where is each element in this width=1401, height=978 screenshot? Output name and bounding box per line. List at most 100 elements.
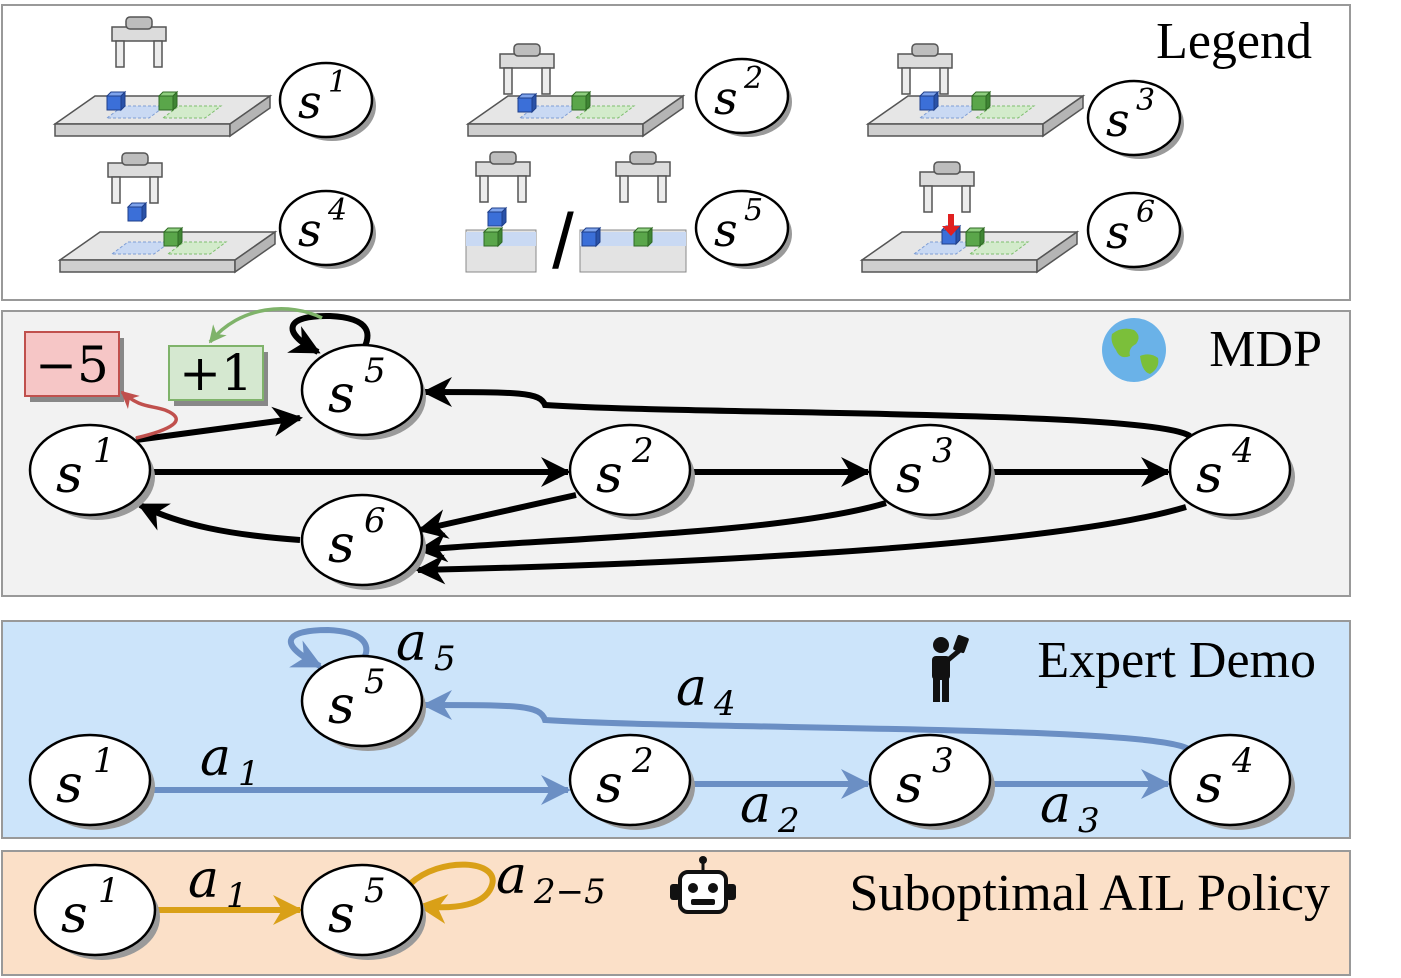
svg-text:2: 2 <box>743 61 763 96</box>
mdp-edge-s1-s5 <box>135 406 303 443</box>
svg-text:6: 6 <box>1136 195 1155 230</box>
legend-label-s2: s 2 <box>694 57 792 137</box>
mdp-panel: MDP −5 +1 s 1 <box>1 307 1351 597</box>
expert-title: Expert Demo <box>1037 632 1316 689</box>
reward-negative-box: −5 <box>24 331 124 402</box>
svg-text:a: a <box>676 658 707 718</box>
svg-text:4: 4 <box>713 684 736 724</box>
legend-separator: / <box>552 197 574 285</box>
policy-panel: Suboptimal AIL Policy a 1 a 2−5 s 1 s 5 <box>1 846 1351 976</box>
svg-text:s: s <box>298 203 322 257</box>
svg-text:5: 5 <box>364 871 386 911</box>
svg-text:s: s <box>714 203 738 257</box>
expert-node-s1: s 1 <box>28 733 155 830</box>
svg-text:s: s <box>328 365 355 425</box>
legend-title: Legend <box>1156 13 1312 70</box>
svg-text:2−5: 2−5 <box>533 872 606 912</box>
legend-label-s6: s 6 <box>1086 191 1184 271</box>
svg-text:2: 2 <box>631 741 654 781</box>
legend-label-s4: s 4 <box>278 189 376 269</box>
policy-action-a1: a 1 <box>188 850 248 916</box>
mdp-edge-s4-s6 <box>415 504 1187 585</box>
svg-text:5: 5 <box>744 193 763 228</box>
expert-node-s5: s 5 <box>300 654 426 751</box>
policy-title: Suboptimal AIL Policy <box>849 865 1330 922</box>
expert-action-a4: a 4 <box>676 658 736 724</box>
svg-text:3: 3 <box>932 741 954 781</box>
svg-text:s: s <box>1196 445 1223 505</box>
mdp-node-s3: s 3 <box>868 423 995 520</box>
globe-icon <box>1102 318 1166 382</box>
expert-action-a1: a 1 <box>200 728 260 794</box>
mdp-edge-s3-s6 <box>417 500 887 563</box>
svg-text:3: 3 <box>1078 801 1100 841</box>
svg-text:2: 2 <box>631 431 654 471</box>
svg-text:s: s <box>714 71 738 125</box>
mdp-title: MDP <box>1209 321 1322 378</box>
svg-text:s: s <box>56 445 83 505</box>
expert-node-s2: s 2 <box>568 733 695 830</box>
svg-text:3: 3 <box>1136 83 1155 118</box>
svg-text:s: s <box>298 75 322 129</box>
svg-text:a: a <box>496 846 527 906</box>
legend-illustration-s5-b <box>579 151 687 273</box>
svg-text:s: s <box>328 885 355 945</box>
svg-text:s: s <box>56 755 83 815</box>
svg-text:s: s <box>328 515 355 575</box>
svg-text:s: s <box>1196 755 1223 815</box>
svg-text:1: 1 <box>226 876 248 916</box>
svg-text:1: 1 <box>98 871 120 911</box>
svg-text:5: 5 <box>364 662 386 702</box>
policy-edge-a2-5 <box>407 861 496 924</box>
reward-positive-box: +1 <box>168 344 268 406</box>
legend-label-s3: s 3 <box>1086 79 1184 159</box>
policy-action-a2-5: a 2−5 <box>496 846 606 912</box>
expert-panel: Expert Demo a 1 a 2 a 3 a 4 a 5 s <box>1 613 1351 841</box>
mdp-edge-s4-s5 <box>422 377 1192 439</box>
svg-text:s: s <box>896 755 923 815</box>
svg-text:2: 2 <box>777 801 800 841</box>
policy-node-s1: s 1 <box>33 863 160 960</box>
reward-positive-arrow <box>208 307 323 344</box>
reward-positive-label: +1 <box>179 344 253 402</box>
svg-text:4: 4 <box>327 193 347 228</box>
policy-node-s5: s 5 <box>300 863 426 960</box>
svg-text:5: 5 <box>434 639 456 679</box>
svg-text:a: a <box>200 728 231 788</box>
mdp-node-s2: s 2 <box>568 423 695 520</box>
expert-action-a5: a 5 <box>396 613 456 679</box>
expert-node-s3: s 3 <box>868 733 995 830</box>
expert-edge-a5 <box>287 626 370 669</box>
legend-label-s5: s 5 <box>694 189 792 269</box>
mdp-edge-s6-s1 <box>137 502 301 543</box>
svg-text:6: 6 <box>364 501 386 541</box>
svg-text:1: 1 <box>238 754 260 794</box>
mdp-node-s1: s 1 <box>28 423 155 520</box>
svg-text:4: 4 <box>1231 741 1254 781</box>
mdp-node-s5: s 5 <box>300 343 426 440</box>
svg-text:1: 1 <box>328 65 347 100</box>
svg-text:5: 5 <box>364 351 386 391</box>
svg-text:s: s <box>1106 205 1130 259</box>
reward-negative-label: −5 <box>35 336 109 394</box>
svg-text:s: s <box>596 755 623 815</box>
svg-text:a: a <box>740 775 771 835</box>
svg-text:1: 1 <box>93 741 115 781</box>
legend-illustration-s5-a <box>465 151 537 273</box>
svg-text:a: a <box>396 613 427 673</box>
mdp-node-s4: s 4 <box>1168 423 1295 520</box>
svg-text:3: 3 <box>932 431 954 471</box>
expert-action-a2: a 2 <box>740 775 800 841</box>
svg-text:a: a <box>188 850 219 910</box>
svg-text:4: 4 <box>1231 431 1254 471</box>
legend-illustration-s6 <box>861 161 1078 273</box>
person-icon <box>932 634 969 702</box>
mdp-edge-s5-self <box>287 312 371 355</box>
svg-text:a: a <box>1040 775 1071 835</box>
mdp-edge-s2-s6 <box>417 492 577 539</box>
svg-text:1: 1 <box>93 431 115 471</box>
expert-node-s4: s 4 <box>1168 733 1295 830</box>
svg-text:s: s <box>896 445 923 505</box>
svg-text:s: s <box>1106 93 1130 147</box>
